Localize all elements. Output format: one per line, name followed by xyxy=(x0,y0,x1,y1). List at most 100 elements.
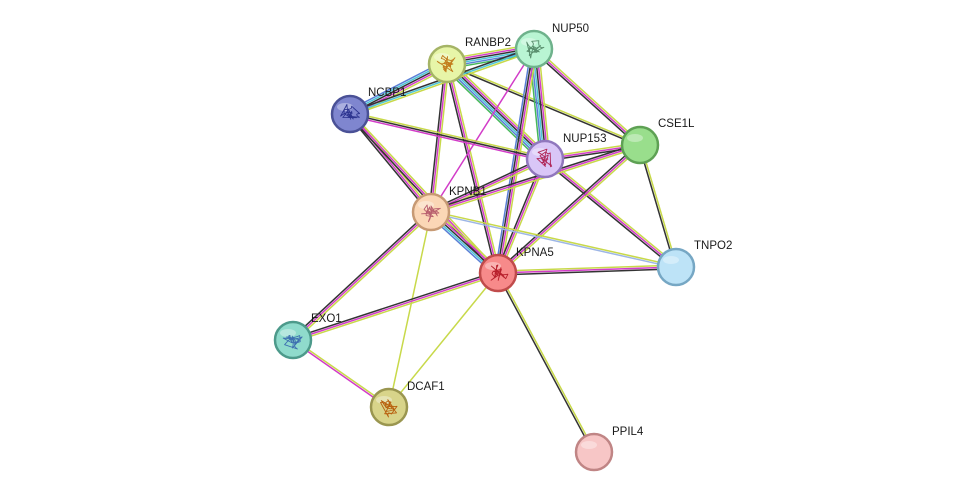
node-nup50[interactable]: NUP50 xyxy=(514,23,589,69)
protein-structure-icon xyxy=(536,148,553,168)
edge-cse1l-kpnb1 xyxy=(429,142,642,215)
edge-line-magenta xyxy=(446,63,499,274)
node-cse1l[interactable]: CSE1L xyxy=(620,118,695,165)
edge-line-magenta xyxy=(349,113,499,274)
edge-nup50-kpna5 xyxy=(494,47,538,275)
edge-line-yellow xyxy=(534,46,643,145)
edge-line-yellow xyxy=(388,211,432,408)
edge-nup153-tnpo2 xyxy=(543,156,678,270)
node-label: NCBP1 xyxy=(368,87,406,99)
node-kpna5[interactable]: KPNA5 xyxy=(478,247,554,293)
edge-line-lightblue xyxy=(430,212,677,269)
edge-line-yellow xyxy=(430,146,642,215)
edge-line-magenta xyxy=(291,340,390,409)
node-ranbp2[interactable]: RANBP2 xyxy=(427,37,511,84)
node-circle[interactable] xyxy=(620,125,660,165)
edge-line-magenta xyxy=(430,63,448,213)
edge-line-black xyxy=(429,156,545,212)
edge-line-magenta xyxy=(497,266,677,274)
node-circle[interactable] xyxy=(656,247,696,287)
edge-line-yellow xyxy=(545,156,678,267)
node-ppil4[interactable]: PPIL4 xyxy=(574,426,644,472)
edge-line-yellow xyxy=(448,62,501,274)
node-highlight xyxy=(280,329,296,337)
edge-line-black xyxy=(446,62,547,160)
node-circle[interactable] xyxy=(525,139,565,179)
protein-structure-icon xyxy=(340,104,361,120)
edge-line-black xyxy=(531,49,640,148)
node-highlight xyxy=(581,441,597,449)
edge-line-magenta xyxy=(544,158,677,268)
edge-nup50-kpnb1 xyxy=(430,48,535,213)
edge-line-yellow xyxy=(640,143,678,268)
edge-line-black xyxy=(290,209,431,340)
edge-line-black xyxy=(638,144,676,269)
edge-line-magenta xyxy=(497,144,641,274)
edge-kpnb1-dcaf1 xyxy=(388,211,432,408)
edge-line-magenta xyxy=(292,272,499,341)
node-ncbp1[interactable]: NCBP1 xyxy=(330,87,406,134)
node-highlight xyxy=(627,134,643,142)
edge-line-black xyxy=(444,63,497,275)
edge-line-yellow xyxy=(432,63,450,213)
node-label: KPNB1 xyxy=(449,186,487,198)
edge-layer xyxy=(290,43,678,454)
edge-line-yellow xyxy=(430,210,677,267)
edge-kpna5-ppil4 xyxy=(496,271,596,454)
protein-structure-icon xyxy=(282,335,303,350)
edge-line-magenta xyxy=(348,115,546,162)
edge-line-yellow xyxy=(388,272,499,408)
edge-line-black xyxy=(495,142,640,273)
node-label: EXO1 xyxy=(311,313,342,325)
edge-cse1l-kpna5 xyxy=(495,142,643,276)
edge-line-yellow xyxy=(449,59,550,157)
edge-line-black xyxy=(496,272,594,454)
node-highlight xyxy=(485,262,501,270)
edge-kpna5-exo1 xyxy=(291,270,500,343)
node-exo1[interactable]: EXO1 xyxy=(273,313,342,360)
edge-ncbp1-nup153 xyxy=(348,111,547,162)
protein-structure-icon xyxy=(436,55,456,73)
node-label: PPIL4 xyxy=(612,426,644,438)
edge-line-black xyxy=(291,270,499,339)
edge-line-yellow xyxy=(293,212,434,343)
edge-line-yellow xyxy=(498,271,596,453)
node-label: TNPO2 xyxy=(694,240,732,252)
node-circle[interactable] xyxy=(369,387,409,427)
edge-line-cyan xyxy=(445,63,546,161)
edge-line-magenta xyxy=(292,211,432,341)
edge-line-yellow xyxy=(497,264,677,272)
edge-line-black xyxy=(543,159,676,270)
edge-line-yellow xyxy=(349,111,547,158)
edge-line-black xyxy=(349,113,546,160)
edge-kpnb1-exo1 xyxy=(290,209,434,343)
edge-line-magenta xyxy=(430,48,535,213)
node-circle[interactable] xyxy=(574,432,614,472)
node-circle[interactable] xyxy=(330,94,370,134)
node-highlight xyxy=(663,256,679,264)
edge-line-magenta xyxy=(430,144,641,213)
edge-kpna5-dcaf1 xyxy=(388,272,499,408)
edge-line-yellow xyxy=(498,145,643,276)
node-dcaf1[interactable]: DCAF1 xyxy=(369,381,445,427)
node-highlight xyxy=(376,396,392,404)
node-kpnb1[interactable]: KPNB1 xyxy=(411,186,487,232)
edge-line-blue xyxy=(494,47,532,274)
edge-kpna5-tnpo2 xyxy=(497,264,677,276)
node-label: CSE1L xyxy=(658,118,695,130)
edge-ranbp2-kpnb1 xyxy=(428,63,450,213)
edge-line-magenta xyxy=(498,48,536,274)
node-label: KPNA5 xyxy=(516,247,554,259)
edge-line-yellow xyxy=(350,111,501,273)
node-label: NUP50 xyxy=(552,23,589,35)
protein-structure-icon xyxy=(526,40,545,59)
node-tnpo2[interactable]: TNPO2 xyxy=(656,240,732,287)
node-nup153[interactable]: NUP153 xyxy=(525,133,606,179)
edge-line-yellow xyxy=(500,48,538,275)
edge-line-black xyxy=(347,114,431,214)
edge-line-magenta xyxy=(533,48,641,146)
edge-cse1l-tnpo2 xyxy=(638,143,678,269)
